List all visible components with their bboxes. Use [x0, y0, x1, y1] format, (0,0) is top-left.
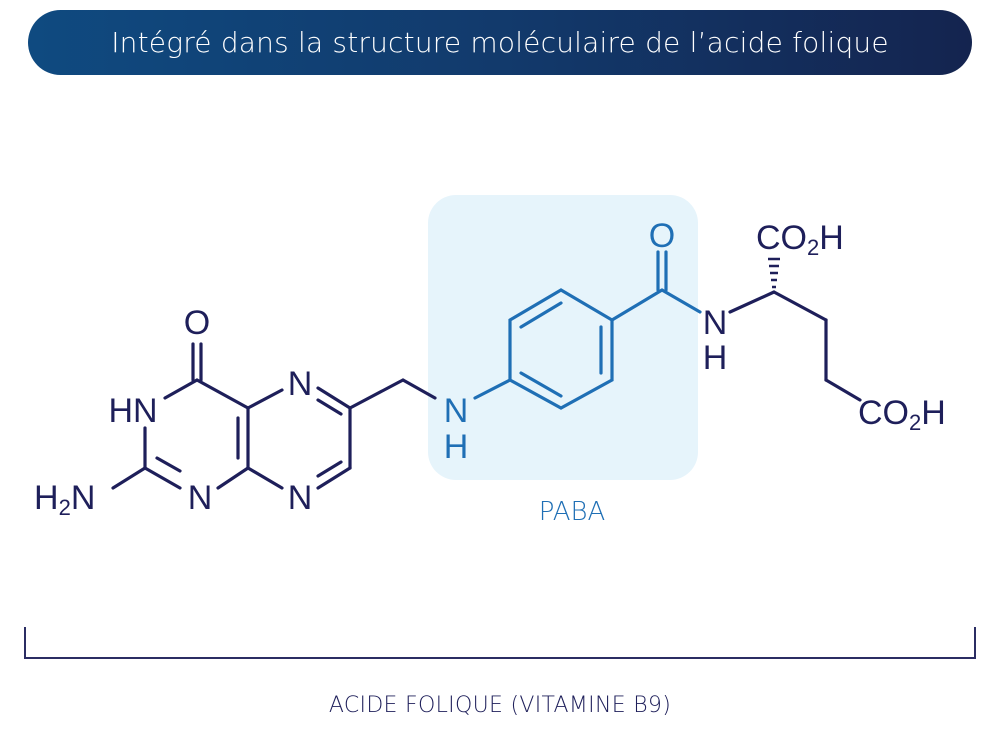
atom-co2h-bottom: CO2H — [858, 394, 946, 435]
atom-n1: N — [188, 479, 213, 517]
atom-n5: N — [288, 365, 313, 403]
atom-o-pterin: O — [184, 304, 210, 342]
header-banner: Intégré dans la structure moléculaire de… — [28, 10, 972, 75]
atom-o-carbonyl: O — [649, 217, 675, 255]
caption: ACIDE FOLIQUE (VITAMINE B9) — [328, 693, 672, 718]
paba-label: PABA — [539, 497, 606, 527]
atom-n8: N — [288, 479, 313, 517]
atom-h-paba: H — [444, 428, 469, 466]
stereo-hashed-wedge — [768, 257, 780, 289]
header-title: Intégré dans la structure moléculaire de… — [111, 26, 889, 59]
atom-hn: HN — [108, 392, 157, 430]
atom-n-paba: N — [444, 392, 469, 430]
paba-bonds — [473, 250, 668, 410]
atom-co2h-top: CO2H — [756, 219, 844, 260]
glutamate-bonds — [660, 288, 862, 402]
atom-h2n: H2N — [34, 479, 95, 520]
atom-n-amide: N — [703, 304, 728, 342]
bracket — [24, 627, 976, 659]
pterin-bonds — [111, 342, 437, 490]
paba-highlight-box — [428, 195, 698, 480]
atom-h-amide: H — [703, 339, 728, 377]
